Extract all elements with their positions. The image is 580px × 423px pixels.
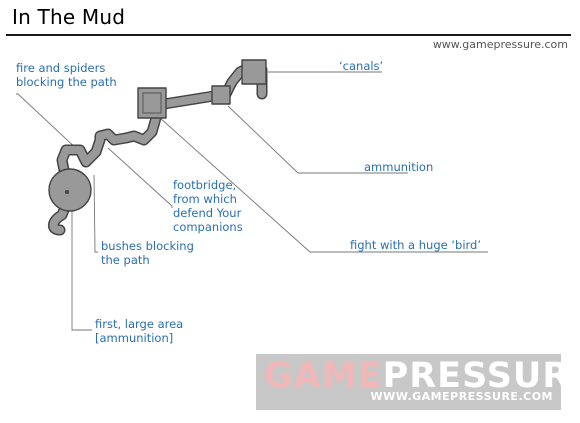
label-bushes: bushes blocking the path — [101, 239, 194, 267]
title-divider — [6, 34, 571, 36]
logo-wordmark: GAMEPRESSURE — [264, 356, 580, 396]
first-area-shape — [48, 168, 92, 212]
leader-first-area — [71, 200, 92, 331]
ammunition-room — [211, 85, 231, 105]
logo-game: GAME — [264, 356, 383, 396]
leader-bushes — [93, 174, 98, 253]
label-huge-bird: fight with a huge ‘bird’ — [350, 238, 481, 252]
logo-url: WWW.GAMEPRESSURE.COM — [370, 390, 553, 403]
gamepressure-logo: GAMEPRESSURE WWW.GAMEPRESSURE.COM — [256, 354, 580, 410]
site-url: www.gamepressure.com — [432, 38, 568, 51]
leader-footbridge — [107, 147, 173, 208]
logo-pressure: PRESSURE — [382, 356, 580, 396]
leader-fire-spiders — [16, 93, 81, 153]
canals-room — [241, 59, 267, 85]
leader-lines — [16, 71, 488, 331]
page-title: In The Mud — [12, 5, 126, 29]
label-footbridge: footbridge, from which defend Your compa… — [173, 178, 243, 234]
leader-ammunition — [227, 105, 408, 174]
label-fire-spiders: fire and spiders blocking the path — [16, 61, 117, 89]
leader-huge-bird — [159, 117, 488, 253]
label-canals: ‘canals’ — [339, 59, 384, 73]
label-ammunition: ammunition — [364, 160, 434, 174]
label-first-area: first, large area [ammunition] — [95, 317, 184, 345]
first-area-marker — [65, 190, 69, 194]
map-corridors — [48, 59, 268, 236]
central-room-inner — [142, 92, 162, 114]
